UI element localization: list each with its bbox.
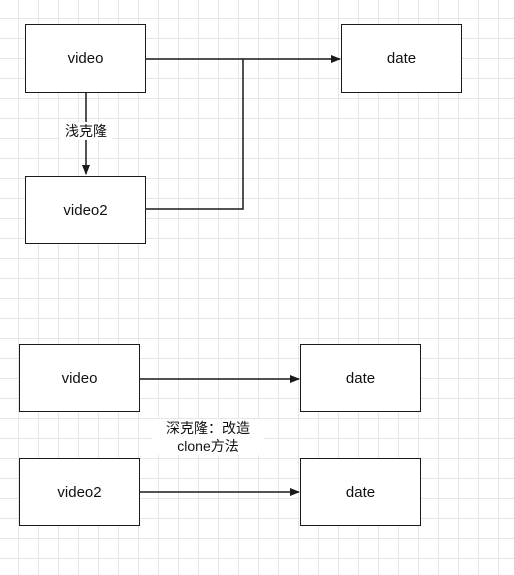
node-date[interactable]: date [341,24,462,93]
deep-clone-label-line1: 深克隆：改造 [166,420,250,436]
node-date-label: date [386,50,417,67]
node-video-label: video [67,50,104,67]
node-deep-date-1-label: date [345,369,376,387]
node-deep-video2-label: video2 [57,483,102,501]
node-deep-video-label: video [61,369,98,387]
node-deep-date-1[interactable]: date [300,344,421,412]
shallow-clone-label: 浅克隆 [60,122,112,140]
node-deep-video[interactable]: video [19,344,140,412]
edge-video2-to-date [146,59,244,210]
node-video[interactable]: video [25,24,146,93]
node-deep-date-2-label: date [345,483,376,501]
node-video2[interactable]: video2 [25,176,146,244]
node-video2-label: video2 [63,201,108,219]
deep-clone-label-line2: clone方法 [177,438,239,454]
deep-clone-label: 深克隆：改造 clone方法 [152,419,264,455]
node-deep-video2[interactable]: video2 [19,458,140,526]
node-deep-date-2[interactable]: date [300,458,421,526]
